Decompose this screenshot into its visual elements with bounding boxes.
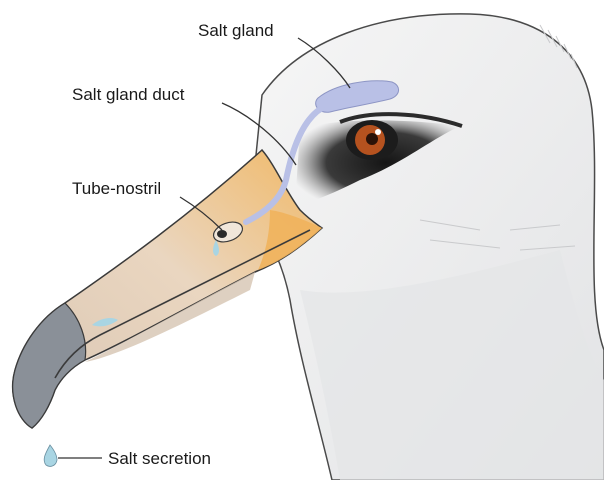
beak (13, 150, 322, 428)
label-salt-gland: Salt gland (198, 22, 274, 39)
eye-highlight (375, 129, 381, 135)
label-salt-secretion: Salt secretion (108, 450, 211, 467)
beak-tip (13, 303, 86, 428)
nostril-opening (217, 230, 227, 238)
label-salt-gland-duct: Salt gland duct (72, 86, 184, 103)
salt-secretion-drop-icon (44, 445, 57, 466)
pupil (366, 133, 378, 145)
label-tube-nostril: Tube-nostril (72, 180, 161, 197)
